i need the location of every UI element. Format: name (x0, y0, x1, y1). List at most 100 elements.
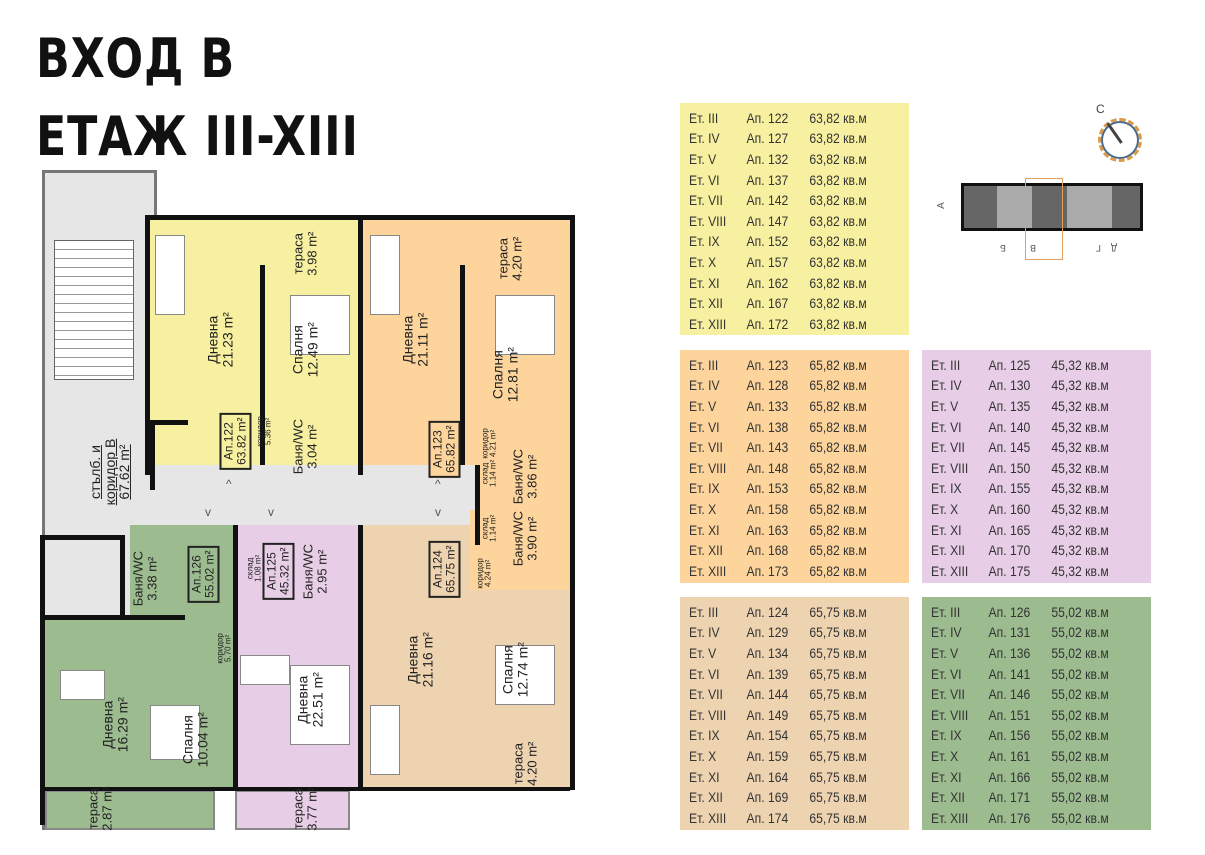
apartment-cell: Ап. 169 (746, 790, 789, 806)
apartment-cell: Ап. 128 (746, 378, 789, 394)
floor-cell: Ет. VII (931, 687, 965, 703)
floor-cell: Ет. VIII (689, 460, 727, 476)
apartment-cell: Ап. 129 (746, 625, 789, 641)
apartment-cell: Ап. 150 (988, 460, 1031, 476)
apartment-cell: Ап. 160 (988, 501, 1031, 517)
apartment-126-living (45, 620, 235, 790)
area-cell: 65,82 кв.м (809, 440, 867, 456)
area-cell: 65,82 кв.м (809, 522, 867, 538)
bed (150, 705, 200, 760)
area-cell: 45,32 кв.м (1051, 460, 1109, 476)
floor-cell: Ет. IX (689, 728, 720, 744)
entrance-a-label: А (935, 202, 947, 209)
compass-north-label: С (1096, 102, 1105, 116)
apartment-cell: Ап. 130 (988, 378, 1031, 394)
title-line-1: ВХОД В (36, 27, 236, 90)
floor-cell: Ет. XIII (931, 810, 969, 826)
area-cell: 45,32 кв.м (1051, 398, 1109, 414)
apartment-125-terrace (235, 790, 350, 830)
area-cell: 63,82 кв.м (809, 131, 867, 147)
floor-cell: Ет. IX (689, 234, 720, 250)
apartment-124-bath-zone (470, 510, 572, 590)
area-cell: 65,75 кв.м (809, 707, 867, 723)
area-cell: 55,02 кв.м (1051, 728, 1109, 744)
floor-cell: Ет. XII (689, 790, 723, 806)
apartment-cell: Ап. 163 (746, 522, 789, 538)
floor-cell: Ет. XII (931, 790, 965, 806)
apartment-cell: Ап. 143 (746, 440, 789, 456)
area-cell: 55,02 кв.м (1051, 769, 1109, 785)
area-cell: 65,82 кв.м (809, 501, 867, 517)
apartment-cell: Ап. 164 (746, 769, 789, 785)
apartment-cell: Ап. 148 (746, 460, 789, 476)
title-line-2: ЕТАЖ III-XIII (36, 105, 359, 168)
area-cell: 45,32 кв.м (1051, 563, 1109, 579)
apartment-cell: Ап. 141 (988, 666, 1031, 682)
floor-cell: Ет. IV (689, 625, 720, 641)
apartment-cell: Ап. 131 (988, 625, 1031, 641)
apartment-cell: Ап. 156 (988, 728, 1031, 744)
sofa (370, 235, 400, 315)
apartment-cell: Ап. 123 (746, 357, 789, 373)
area-cell: 65,82 кв.м (809, 543, 867, 559)
apartment-cell: Ап. 126 (988, 604, 1031, 620)
area-cell: 55,02 кв.м (1051, 625, 1109, 641)
apartment-cell: Ап. 137 (746, 172, 789, 188)
compass-icon (1098, 118, 1142, 162)
apartment-cell: Ап. 157 (746, 254, 789, 270)
floor-cell: Ет. III (931, 604, 961, 620)
floor-cell: Ет. III (931, 357, 961, 373)
area-cell: 45,32 кв.м (1051, 481, 1109, 497)
bed (495, 295, 555, 355)
floor-cell: Ет. VI (689, 666, 720, 682)
apartment-cell: Ап. 139 (746, 666, 789, 682)
area-cell: 65,82 кв.м (809, 357, 867, 373)
floor-cell: Ет. VI (689, 419, 720, 435)
apartment-cell: Ап. 165 (988, 522, 1031, 538)
area-cell: 45,32 кв.м (1051, 543, 1109, 559)
area-cell: 55,02 кв.м (1051, 604, 1109, 620)
floor-cell: Ет. X (689, 748, 717, 764)
